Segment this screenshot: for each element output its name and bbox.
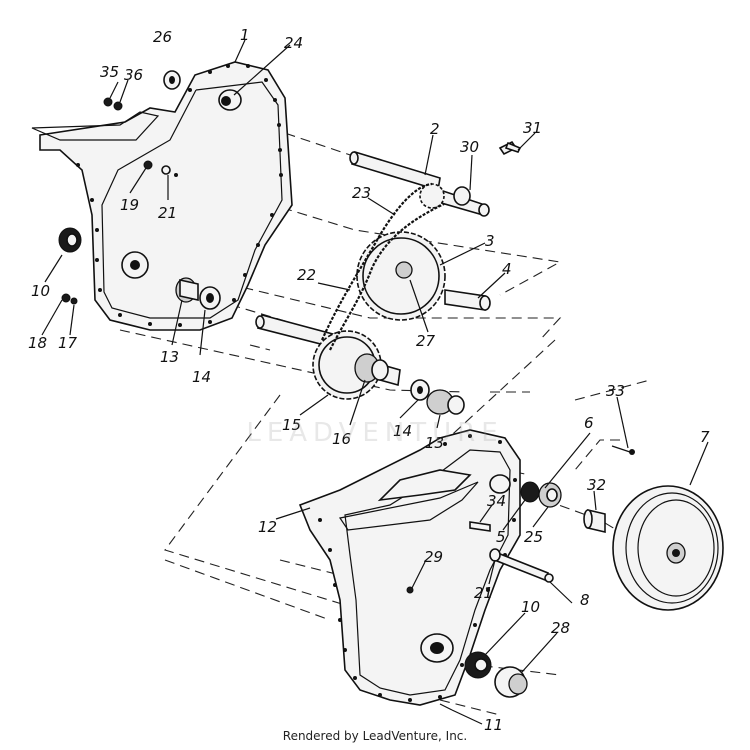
drive-chains: [320, 182, 445, 351]
callout-29: 29: [424, 548, 443, 566]
callout-7: 7: [700, 428, 710, 446]
callout-34: 34: [487, 492, 506, 510]
callout-6: 6: [584, 414, 594, 432]
callout-15: 15: [282, 416, 301, 434]
callout-13-center: 13: [425, 434, 444, 452]
callout-14-center: 14: [393, 422, 412, 440]
callout-19: 19: [120, 196, 139, 214]
render-credit: Rendered by LeadVenture, Inc.: [282, 729, 468, 743]
callout-32: 32: [587, 476, 606, 494]
callout-16: 16: [332, 430, 351, 448]
case-bolt-holes: [76, 64, 283, 327]
callout-23: 23: [352, 184, 371, 202]
callout-27: 27: [416, 332, 436, 350]
drive-pulley: [612, 485, 724, 611]
case-bolt-holes-right: [318, 434, 517, 702]
callout-31: 31: [523, 119, 542, 137]
callout-35: 35: [100, 63, 119, 81]
callout-5: 5: [496, 528, 506, 546]
callout-22: 22: [297, 266, 316, 284]
callout-28: 28: [551, 619, 570, 637]
callout-26: 26: [153, 28, 172, 46]
callout-21-upper: 21: [158, 204, 177, 222]
callout-24: 24: [284, 34, 303, 52]
callout-33: 33: [606, 382, 625, 400]
right-chain-case-half: [298, 429, 521, 706]
fasteners: [61, 97, 635, 711]
callout-2: 2: [430, 120, 440, 138]
callout-36: 36: [124, 66, 143, 84]
callout-10-lower: 10: [521, 598, 540, 616]
bearings-and-washers: [58, 70, 528, 698]
left-chain-case-half: [31, 61, 293, 331]
callout-17: 17: [58, 334, 78, 352]
callout-12: 12: [258, 518, 277, 536]
callout-11: 11: [484, 716, 503, 734]
leader-lines: [41, 39, 709, 725]
callout-13-left: 13: [160, 348, 179, 366]
callout-25: 25: [524, 528, 543, 546]
callout-8: 8: [580, 591, 590, 609]
callout-21-lower: 21: [474, 584, 493, 602]
callout-10-upper: 10: [31, 282, 50, 300]
callout-1: 1: [240, 26, 250, 44]
idler-assembly: [520, 481, 606, 534]
part-callouts: 26 1 24 35 36 2 30 31 19 21 23 3 10 22 4…: [28, 26, 710, 734]
callout-30: 30: [460, 138, 479, 156]
callout-18: 18: [28, 334, 47, 352]
callout-3: 3: [485, 232, 495, 250]
callout-4: 4: [502, 260, 512, 278]
callout-14-left: 14: [192, 368, 211, 386]
sprockets: [312, 183, 471, 400]
